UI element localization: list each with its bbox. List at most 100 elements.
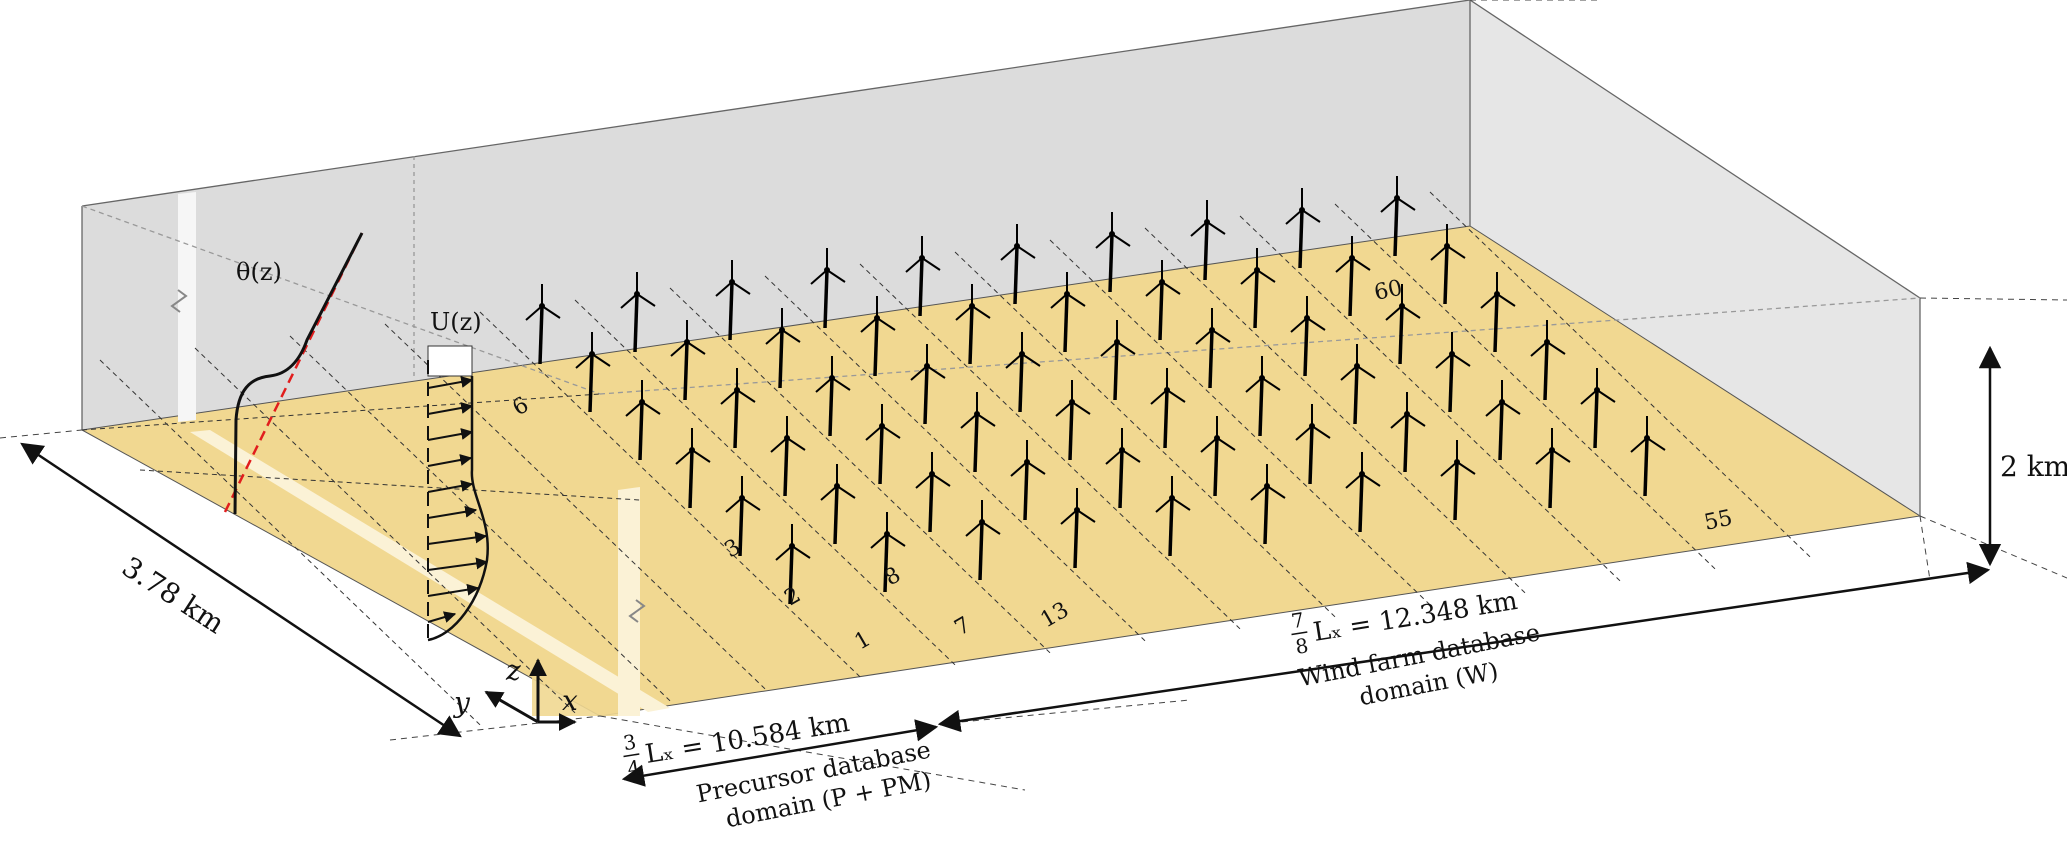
turbine	[1240, 248, 1276, 329]
turbine	[815, 356, 851, 437]
axis-y-label: y	[452, 686, 471, 719]
grid-line	[479, 311, 861, 678]
turbine	[1200, 416, 1236, 497]
temperature-curve	[233, 232, 364, 515]
theta-label: θ(z)	[236, 258, 282, 286]
turbine	[905, 236, 941, 317]
turbine-number-55: 55	[1702, 506, 1735, 536]
turbine	[1295, 404, 1331, 485]
grid-line	[954, 251, 1336, 618]
grid-line	[384, 323, 766, 690]
turbine	[1190, 200, 1226, 281]
width-dimension-label: 3.78 km	[116, 550, 230, 640]
turbine	[1250, 464, 1286, 545]
axis-x-label: x	[562, 684, 578, 717]
turbine	[1095, 212, 1131, 293]
turbine	[770, 416, 806, 497]
turbine	[1435, 332, 1471, 413]
velocity-arrow	[427, 376, 474, 389]
turbine	[1145, 260, 1181, 341]
turbine	[810, 248, 846, 329]
turbine	[1480, 272, 1516, 353]
turbine	[1535, 428, 1571, 509]
grid-line	[669, 287, 1051, 654]
turbine	[1245, 356, 1281, 437]
turbine	[1630, 416, 1666, 497]
turbine	[765, 308, 801, 389]
precursor-frac-num: 3	[622, 730, 638, 756]
turbine	[820, 464, 856, 545]
turbine-number-60: 60	[1372, 276, 1405, 306]
turbine	[1440, 440, 1476, 521]
velocity-arrow	[427, 428, 474, 441]
turbine	[870, 512, 906, 593]
velocity-label: U(z)	[430, 308, 482, 336]
box-edges	[81, 0, 1921, 516]
turbine	[1060, 488, 1096, 569]
axis-z-label: z	[505, 654, 521, 687]
velocity-arrow	[427, 402, 474, 415]
turbine	[1105, 428, 1141, 509]
turbine	[675, 428, 711, 509]
turbine	[1385, 284, 1421, 365]
turbine	[620, 272, 656, 353]
box-far-wall	[82, 0, 1470, 430]
turbine	[525, 284, 561, 365]
turbine	[625, 380, 661, 461]
turbine	[775, 524, 811, 605]
grid-line	[1334, 203, 1716, 570]
turbine-array	[525, 176, 1666, 605]
turbine	[670, 320, 706, 401]
turbine	[865, 404, 901, 485]
turbine	[1335, 236, 1371, 317]
sampling-strip	[618, 487, 640, 716]
turbine	[715, 260, 751, 341]
turbine	[1530, 320, 1566, 401]
turbine	[725, 476, 761, 557]
box-right-wall	[1470, 0, 1920, 516]
turbine	[1150, 368, 1186, 449]
turbine	[720, 368, 756, 449]
grid-line	[1144, 227, 1526, 594]
turbine	[1430, 224, 1466, 305]
turbine	[1290, 296, 1326, 377]
grid-line	[81, 393, 601, 431]
turbine	[1340, 344, 1376, 425]
turbine	[910, 344, 946, 425]
grid-line	[574, 299, 956, 666]
velocity-box	[427, 345, 473, 377]
turbine	[1580, 368, 1616, 449]
grid-line	[1429, 191, 1811, 558]
turbine	[1380, 176, 1416, 257]
grid-line	[1239, 215, 1621, 582]
turbine	[1050, 272, 1086, 353]
turbine	[1000, 224, 1036, 305]
turbine	[860, 296, 896, 377]
turbine	[1100, 320, 1136, 401]
coordinate-axes	[484, 658, 577, 731]
turbine	[1285, 188, 1321, 269]
turbine	[960, 392, 996, 473]
turbine	[1390, 392, 1426, 473]
dimension-arrows	[20, 345, 2002, 787]
turbine	[1195, 308, 1231, 389]
turbine	[1055, 380, 1091, 461]
height-dimension-label: 2 km	[2000, 450, 2067, 483]
turbine	[955, 284, 991, 365]
turbine	[1010, 440, 1046, 521]
precursor-strip-wall	[178, 192, 196, 422]
grid-line	[1049, 239, 1431, 606]
break-marks	[170, 289, 646, 623]
precursor-frac-den: 4	[626, 755, 642, 781]
turbine	[1005, 332, 1041, 413]
grid-line	[764, 275, 1146, 642]
turbine	[1345, 452, 1381, 533]
grid-line	[289, 335, 671, 702]
windfarm-frac-den: 8	[1294, 633, 1310, 659]
turbine	[1155, 476, 1191, 557]
turbine	[575, 332, 611, 413]
grid-line	[859, 263, 1241, 630]
turbine	[915, 452, 951, 533]
turbine	[1485, 380, 1521, 461]
